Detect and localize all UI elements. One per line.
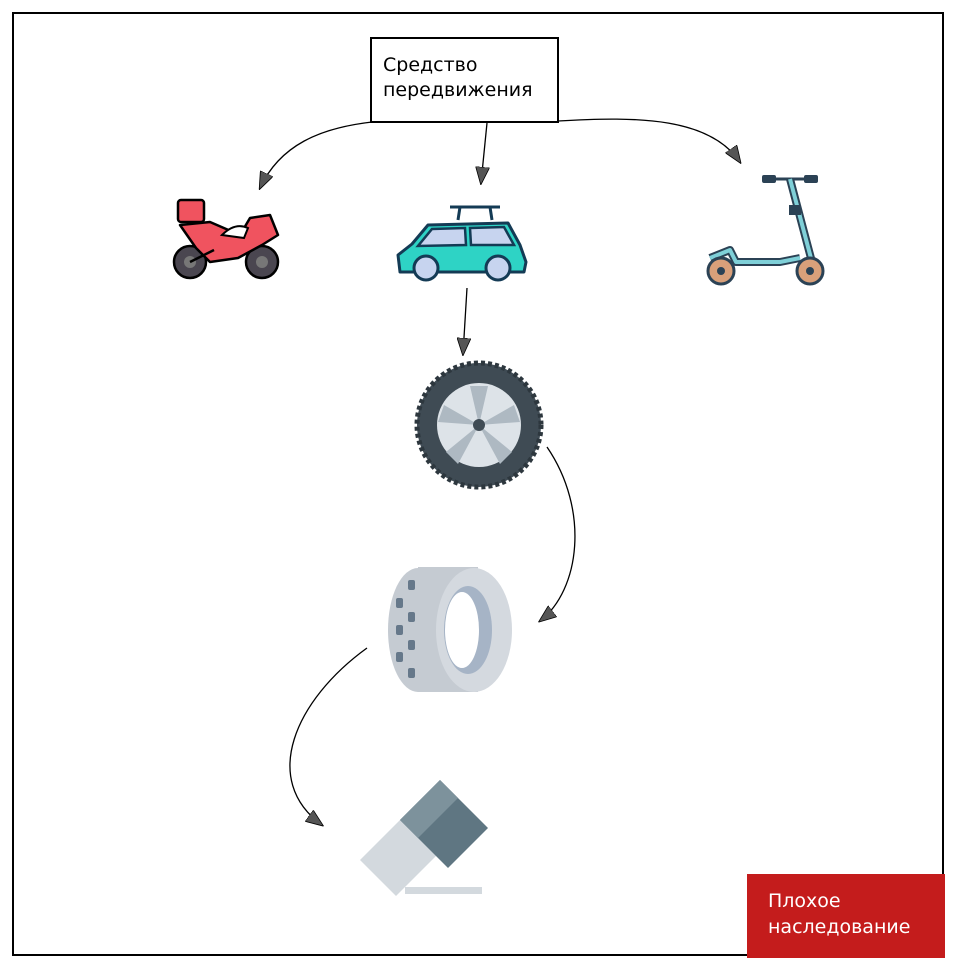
- badge-line2: наследование: [768, 916, 911, 938]
- wheel-icon: [414, 360, 544, 490]
- edge-wheel-tire: [540, 446, 576, 621]
- bad-inheritance-badge: Плохое наследование: [747, 874, 945, 958]
- root-node-label-line2: передвижения: [383, 79, 533, 101]
- edge-root-scooter: [557, 118, 740, 162]
- badge-line1: Плохое: [768, 890, 841, 912]
- edge-root-motorcycle: [260, 121, 373, 188]
- scooter-icon: [706, 175, 825, 286]
- eraser-icon: [360, 780, 488, 896]
- edge-tire-eraser: [289, 647, 368, 825]
- edge-root-car: [481, 122, 487, 183]
- root-node-label-line1: Средство: [383, 54, 478, 76]
- tire-icon: [388, 567, 512, 692]
- edge-car-wheel: [463, 287, 467, 354]
- motorcycle-icon: [172, 198, 280, 280]
- car-icon: [396, 205, 528, 282]
- root-node-vehicle: Средство передвижения: [370, 37, 559, 123]
